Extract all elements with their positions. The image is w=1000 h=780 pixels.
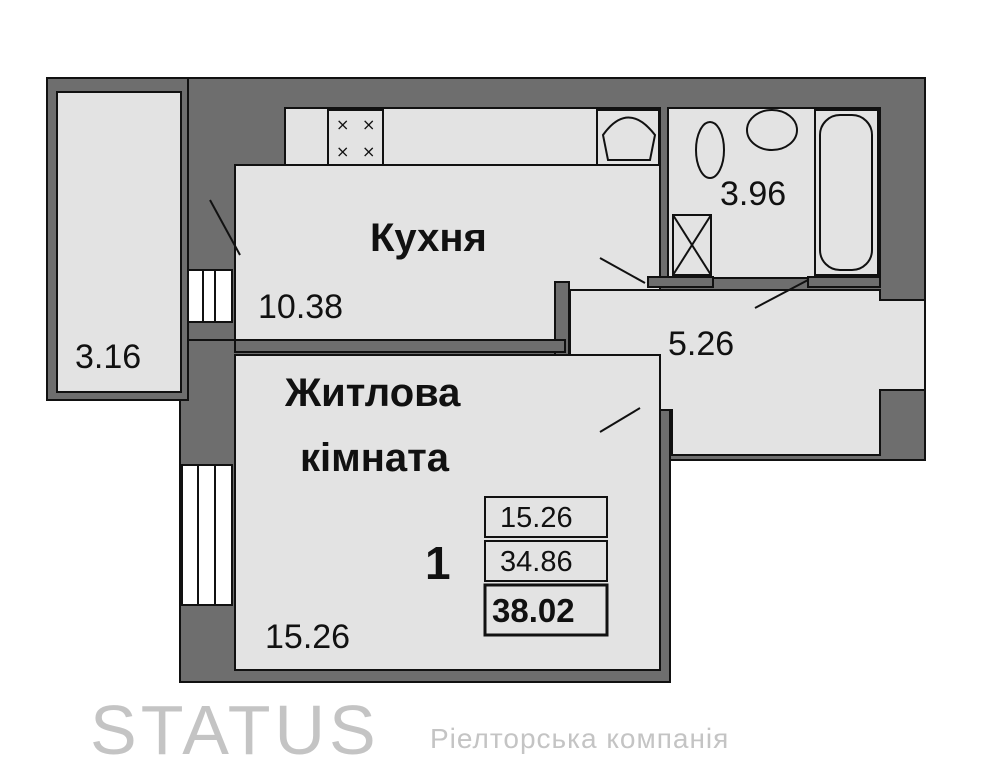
kitchen-door: [599, 257, 646, 284]
balcony-area: 3.16: [75, 338, 142, 376]
living-area: 15.26: [265, 618, 351, 656]
stove: [327, 109, 384, 166]
living-window: [181, 464, 233, 606]
svg-text:×: ×: [336, 115, 349, 134]
sink-basin: [601, 116, 657, 161]
balcony-door: [209, 199, 241, 256]
summary-box-usable: [484, 540, 608, 582]
svg-text:×: ×: [336, 142, 349, 161]
washbasin: [746, 109, 798, 151]
summary-total-area: 38.02: [492, 592, 575, 629]
kitchen-area: 10.38: [258, 288, 344, 326]
svg-text:×: ×: [362, 115, 375, 134]
summary-living-area: 15.26: [500, 502, 573, 534]
svg-text:×: ×: [362, 142, 375, 161]
kitchen-bottom-wall: [234, 339, 566, 353]
living-room: [234, 354, 661, 671]
living-door: [599, 407, 641, 433]
bathroom-door: [754, 279, 809, 309]
bathroom-area: 3.96: [720, 175, 787, 213]
stove-burners-icon: × × × ×: [336, 115, 375, 161]
summary-box-total: [483, 583, 609, 637]
bathtub-inner: [819, 114, 873, 271]
corridor-area: 5.26: [668, 325, 735, 363]
kitchen-label: Кухня: [370, 216, 487, 260]
bathtub: [814, 109, 879, 276]
watermark-subtitle: Ріелторська компанія: [430, 723, 730, 754]
watermark-title: STATUS: [90, 691, 380, 769]
balcony: [56, 91, 182, 393]
rooms-count: 1: [425, 537, 451, 589]
living-label-line1: Житлова: [285, 371, 461, 415]
living-label-line2: кімната: [300, 436, 449, 480]
shaft-cross-b: [672, 214, 712, 276]
bath-wall-left: [647, 276, 714, 288]
kitchen-window: [187, 269, 233, 323]
summary-usable-area: 34.86: [500, 546, 573, 578]
toilet: [695, 121, 725, 179]
bath-wall-right: [807, 276, 881, 288]
summary-box-living: [484, 496, 608, 538]
